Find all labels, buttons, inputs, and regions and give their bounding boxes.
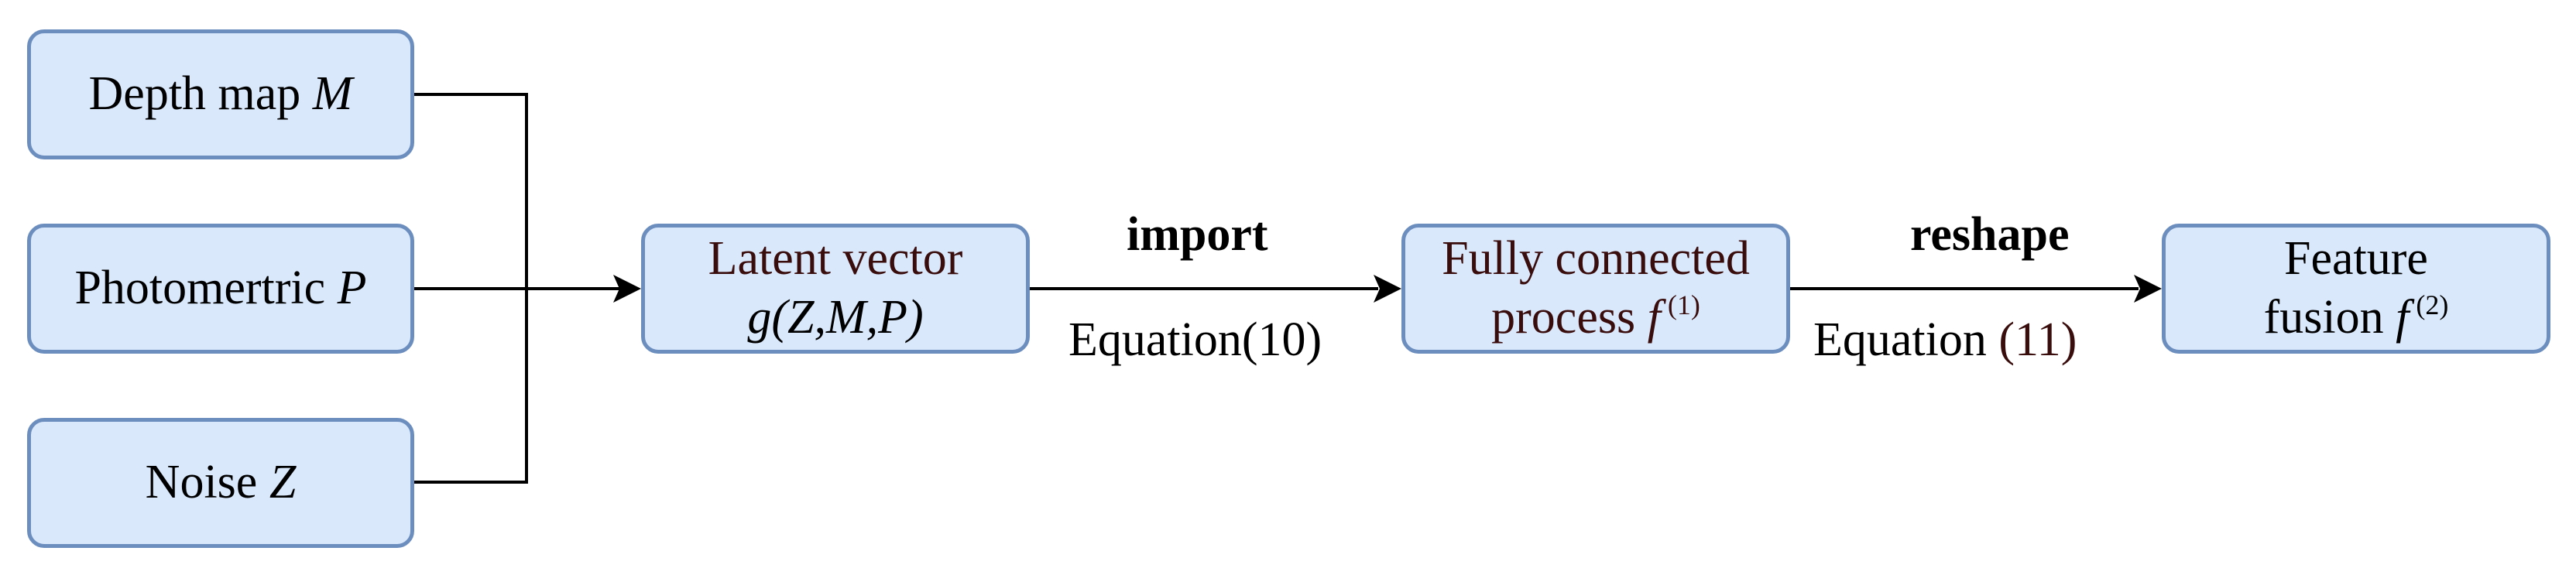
equation-11-number: (11) — [1998, 313, 2077, 366]
depth-map-label: Depth map — [88, 67, 313, 121]
equation-11-label: Equation (11) — [1813, 313, 2077, 368]
depth-connector — [414, 93, 528, 289]
arrowhead-reshape — [2134, 275, 2162, 303]
equation-10-label: Equation(10) — [1068, 313, 1322, 366]
feature-fusion-box: Feature fusion f (2) — [2162, 224, 2550, 354]
fully-connected-title: Fully connected — [1442, 232, 1750, 286]
arrowhead-latent — [613, 275, 641, 303]
reshape-label: reshape — [1910, 208, 2070, 261]
noise-connector — [414, 289, 528, 484]
arrowhead-import — [1374, 275, 1401, 303]
equation-11-prefix: Equation — [1813, 313, 1999, 366]
fusion-label: fusion — [2263, 291, 2396, 344]
latent-vector-formula: g(Z,M,P) — [747, 289, 923, 347]
fully-connected-formula: process f (1) — [1491, 289, 1700, 347]
fc-superscript: (1) — [1660, 289, 1700, 320]
import-label: import — [1127, 208, 1268, 261]
depth-map-var: M — [312, 67, 353, 121]
photometric-label: Photomertric — [74, 262, 338, 315]
latent-fn: g — [747, 291, 772, 344]
feature-fusion-title: Feature — [2284, 232, 2428, 286]
fc-process-label: process — [1491, 291, 1648, 344]
depth-map-box: Depth map M — [27, 29, 414, 159]
latent-vector-box: Latent vector g(Z,M,P) — [641, 224, 1030, 354]
fc-fn: f — [1647, 291, 1661, 344]
photometric-box: Photomertric P — [27, 224, 414, 354]
fusion-fn: f — [2396, 291, 2410, 344]
photometric-var: P — [337, 262, 367, 315]
fusion-superscript: (2) — [2409, 289, 2449, 320]
noise-label: Noise — [145, 456, 269, 509]
noise-var: Z — [269, 456, 297, 509]
feature-fusion-formula: fusion f (2) — [2264, 289, 2449, 347]
latent-args: (Z,M,P) — [771, 291, 924, 344]
noise-box: Noise Z — [27, 418, 414, 548]
fully-connected-box: Fully connected process f (1) — [1401, 224, 1790, 354]
latent-vector-title: Latent vector — [708, 232, 963, 286]
